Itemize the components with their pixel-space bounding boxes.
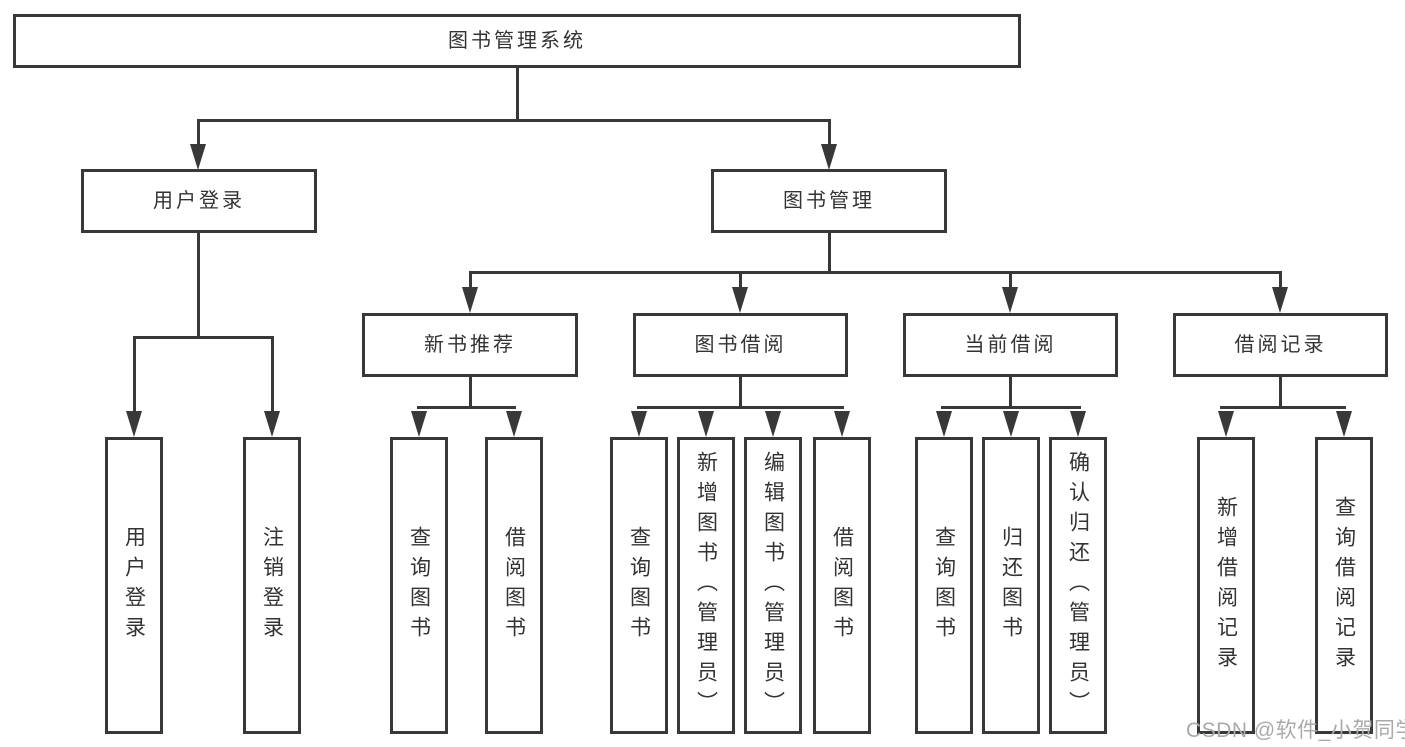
arrowhead-leaf-logout: [264, 411, 280, 437]
connector-drop-leaf-user-login: [133, 336, 136, 413]
node-leaf-logout-label: 注销登录: [260, 525, 284, 646]
node-leaf-query-books-borrowing-label: 查询图书: [627, 525, 651, 646]
node-leaf-user-login-label: 用户登录: [122, 525, 146, 646]
node-leaf-confirm-return-admin-label: 确认归还（管理员）: [1066, 450, 1090, 721]
node-current-borrowing-label: 当前借阅: [964, 334, 1057, 356]
arrowhead-current-borrowing: [1002, 287, 1018, 313]
connector-root-split: [197, 119, 831, 122]
node-leaf-add-book-admin-label: 新增图书（管理员）: [694, 450, 718, 721]
arrowhead-leaf-query-books-borrowing: [631, 411, 647, 437]
arrowhead-leaf-query-books-current: [936, 411, 952, 437]
node-leaf-logout: 注销登录: [243, 437, 301, 734]
connector-current-borrowing-split: [941, 406, 1081, 409]
connector-drop-user-login: [197, 119, 200, 147]
node-new-book-recommendation: 新书推荐: [362, 313, 578, 377]
connector-book-borrowing-split: [637, 406, 844, 409]
connector-current-borrowing-stem: [1009, 377, 1012, 408]
node-leaf-query-borrow-record: 查询借阅记录: [1315, 437, 1373, 734]
arrowhead-book-borrowing: [732, 287, 748, 313]
arrowhead-leaf-borrow-books-borrowing: [834, 411, 850, 437]
node-leaf-add-book-admin: 新增图书（管理员）: [677, 437, 735, 734]
connector-book-management-split: [469, 271, 1282, 274]
arrowhead-leaf-edit-book-admin: [765, 411, 781, 437]
arrowhead-leaf-add-book-admin: [698, 411, 714, 437]
node-root: 图书管理系统: [13, 14, 1021, 68]
connector-new-book-recommendation-stem: [469, 377, 472, 408]
node-book-borrowing: 图书借阅: [633, 313, 848, 377]
connector-drop-book-management: [828, 119, 831, 147]
arrowhead-leaf-user-login: [126, 411, 142, 437]
arrowhead-leaf-confirm-return-admin: [1070, 411, 1086, 437]
node-user-login: 用户登录: [81, 169, 317, 233]
connector-user-login-split: [133, 336, 274, 339]
node-leaf-user-login: 用户登录: [105, 437, 163, 734]
node-new-book-recommendation-label: 新书推荐: [424, 334, 516, 356]
node-leaf-confirm-return-admin: 确认归还（管理员）: [1049, 437, 1107, 734]
node-book-borrowing-label: 图书借阅: [694, 334, 787, 356]
node-user-login-label: 用户登录: [153, 190, 245, 212]
arrowhead-leaf-query-books-recommend: [411, 411, 427, 437]
connector-drop-borrowing-records: [1279, 271, 1282, 290]
connector-drop-current-borrowing: [1009, 271, 1012, 290]
node-leaf-borrow-books-borrowing-label: 借阅图书: [830, 525, 854, 646]
connector-new-book-recommendation-split: [417, 406, 516, 409]
node-borrowing-records: 借阅记录: [1173, 313, 1388, 377]
node-leaf-query-borrow-record-label: 查询借阅记录: [1332, 495, 1356, 676]
arrowhead-leaf-query-borrow-record: [1336, 411, 1352, 437]
arrowhead-user-login: [190, 144, 206, 170]
csdn-watermark: CSDN @软件_小贺同学: [1186, 719, 1405, 742]
node-leaf-query-books-current: 查询图书: [915, 437, 973, 734]
connector-root-stem: [516, 67, 519, 121]
node-book-management-label: 图书管理: [783, 190, 875, 212]
connector-borrowing-records-split: [1220, 406, 1346, 409]
arrowhead-leaf-borrow-books-recommend: [506, 411, 522, 437]
node-leaf-add-borrow-record: 新增借阅记录: [1197, 437, 1255, 734]
arrowhead-borrowing-records: [1272, 287, 1288, 313]
node-book-management: 图书管理: [711, 169, 947, 233]
node-leaf-query-books-borrowing: 查询图书: [610, 437, 668, 734]
arrowhead-leaf-return-books: [1003, 411, 1019, 437]
node-borrowing-records-label: 借阅记录: [1234, 334, 1327, 356]
node-leaf-query-books-current-label: 查询图书: [932, 525, 956, 646]
node-leaf-add-borrow-record-label: 新增借阅记录: [1214, 495, 1238, 676]
node-leaf-edit-book-admin-label: 编辑图书（管理员）: [761, 450, 785, 721]
connector-borrowing-records-stem: [1279, 377, 1282, 408]
connector-drop-book-borrowing: [739, 271, 742, 290]
node-leaf-return-books: 归还图书: [982, 437, 1040, 734]
arrowhead-book-management: [821, 144, 837, 170]
connector-user-login-stem: [197, 233, 200, 337]
connector-drop-new-book-recommendation: [469, 271, 472, 290]
connector-book-management-stem: [828, 233, 831, 273]
node-leaf-query-books-recommend-label: 查询图书: [407, 525, 431, 646]
node-root-label: 图书管理系统: [448, 30, 586, 52]
connector-drop-leaf-logout: [271, 336, 274, 413]
connector-book-borrowing-stem: [739, 377, 742, 408]
node-leaf-borrow-books-recommend-label: 借阅图书: [502, 525, 526, 646]
node-leaf-return-books-label: 归还图书: [999, 525, 1023, 646]
node-leaf-borrow-books-recommend: 借阅图书: [485, 437, 543, 734]
node-current-borrowing: 当前借阅: [903, 313, 1118, 377]
node-leaf-edit-book-admin: 编辑图书（管理员）: [744, 437, 802, 734]
arrowhead-leaf-add-borrow-record: [1218, 411, 1234, 437]
arrowhead-new-book-recommendation: [462, 287, 478, 313]
node-leaf-query-books-recommend: 查询图书: [390, 437, 448, 734]
node-leaf-borrow-books-borrowing: 借阅图书: [813, 437, 871, 734]
